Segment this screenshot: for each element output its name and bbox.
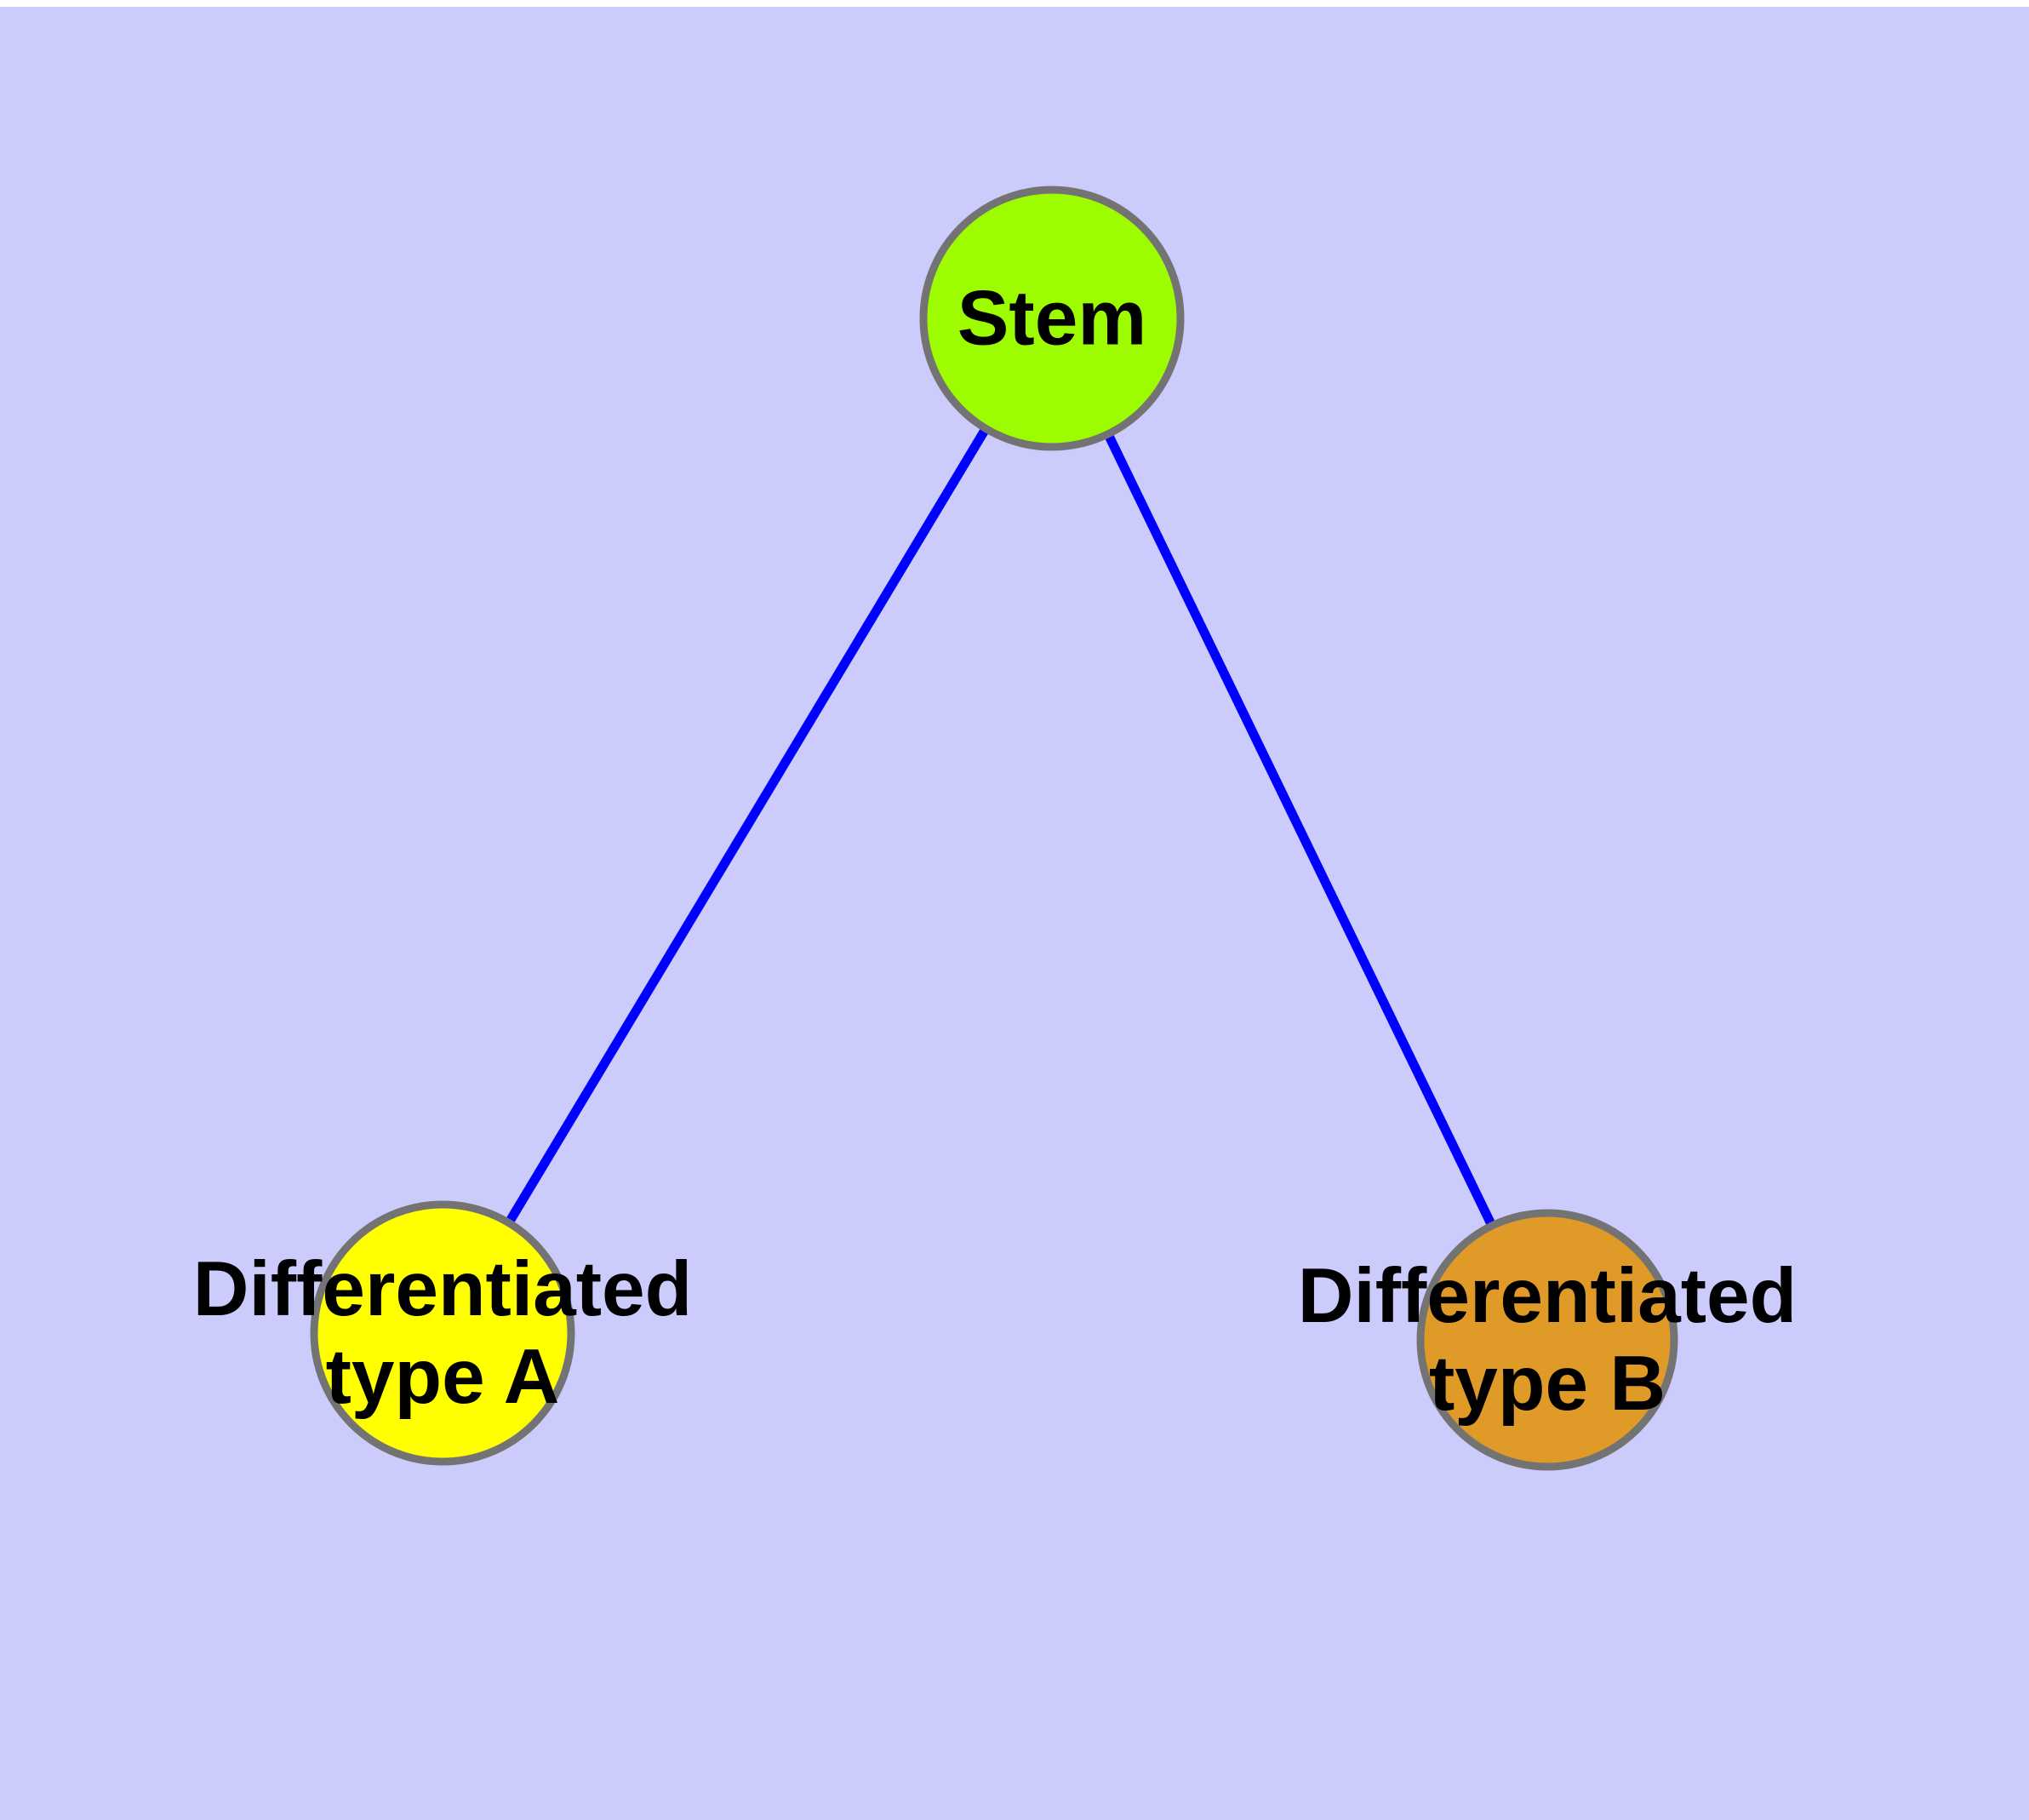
node-layer <box>310 186 1678 1471</box>
graph-node-differentiated-type-a[interactable] <box>310 1200 575 1466</box>
graph-node-differentiated-type-b[interactable] <box>1416 1209 1678 1471</box>
graph-edge-stem-to-type-b <box>1048 316 1552 1342</box>
edge-layer <box>438 316 1552 1342</box>
graph-edge-stem-to-type-a <box>438 316 1056 1336</box>
graph-node-stem[interactable] <box>919 186 1185 451</box>
